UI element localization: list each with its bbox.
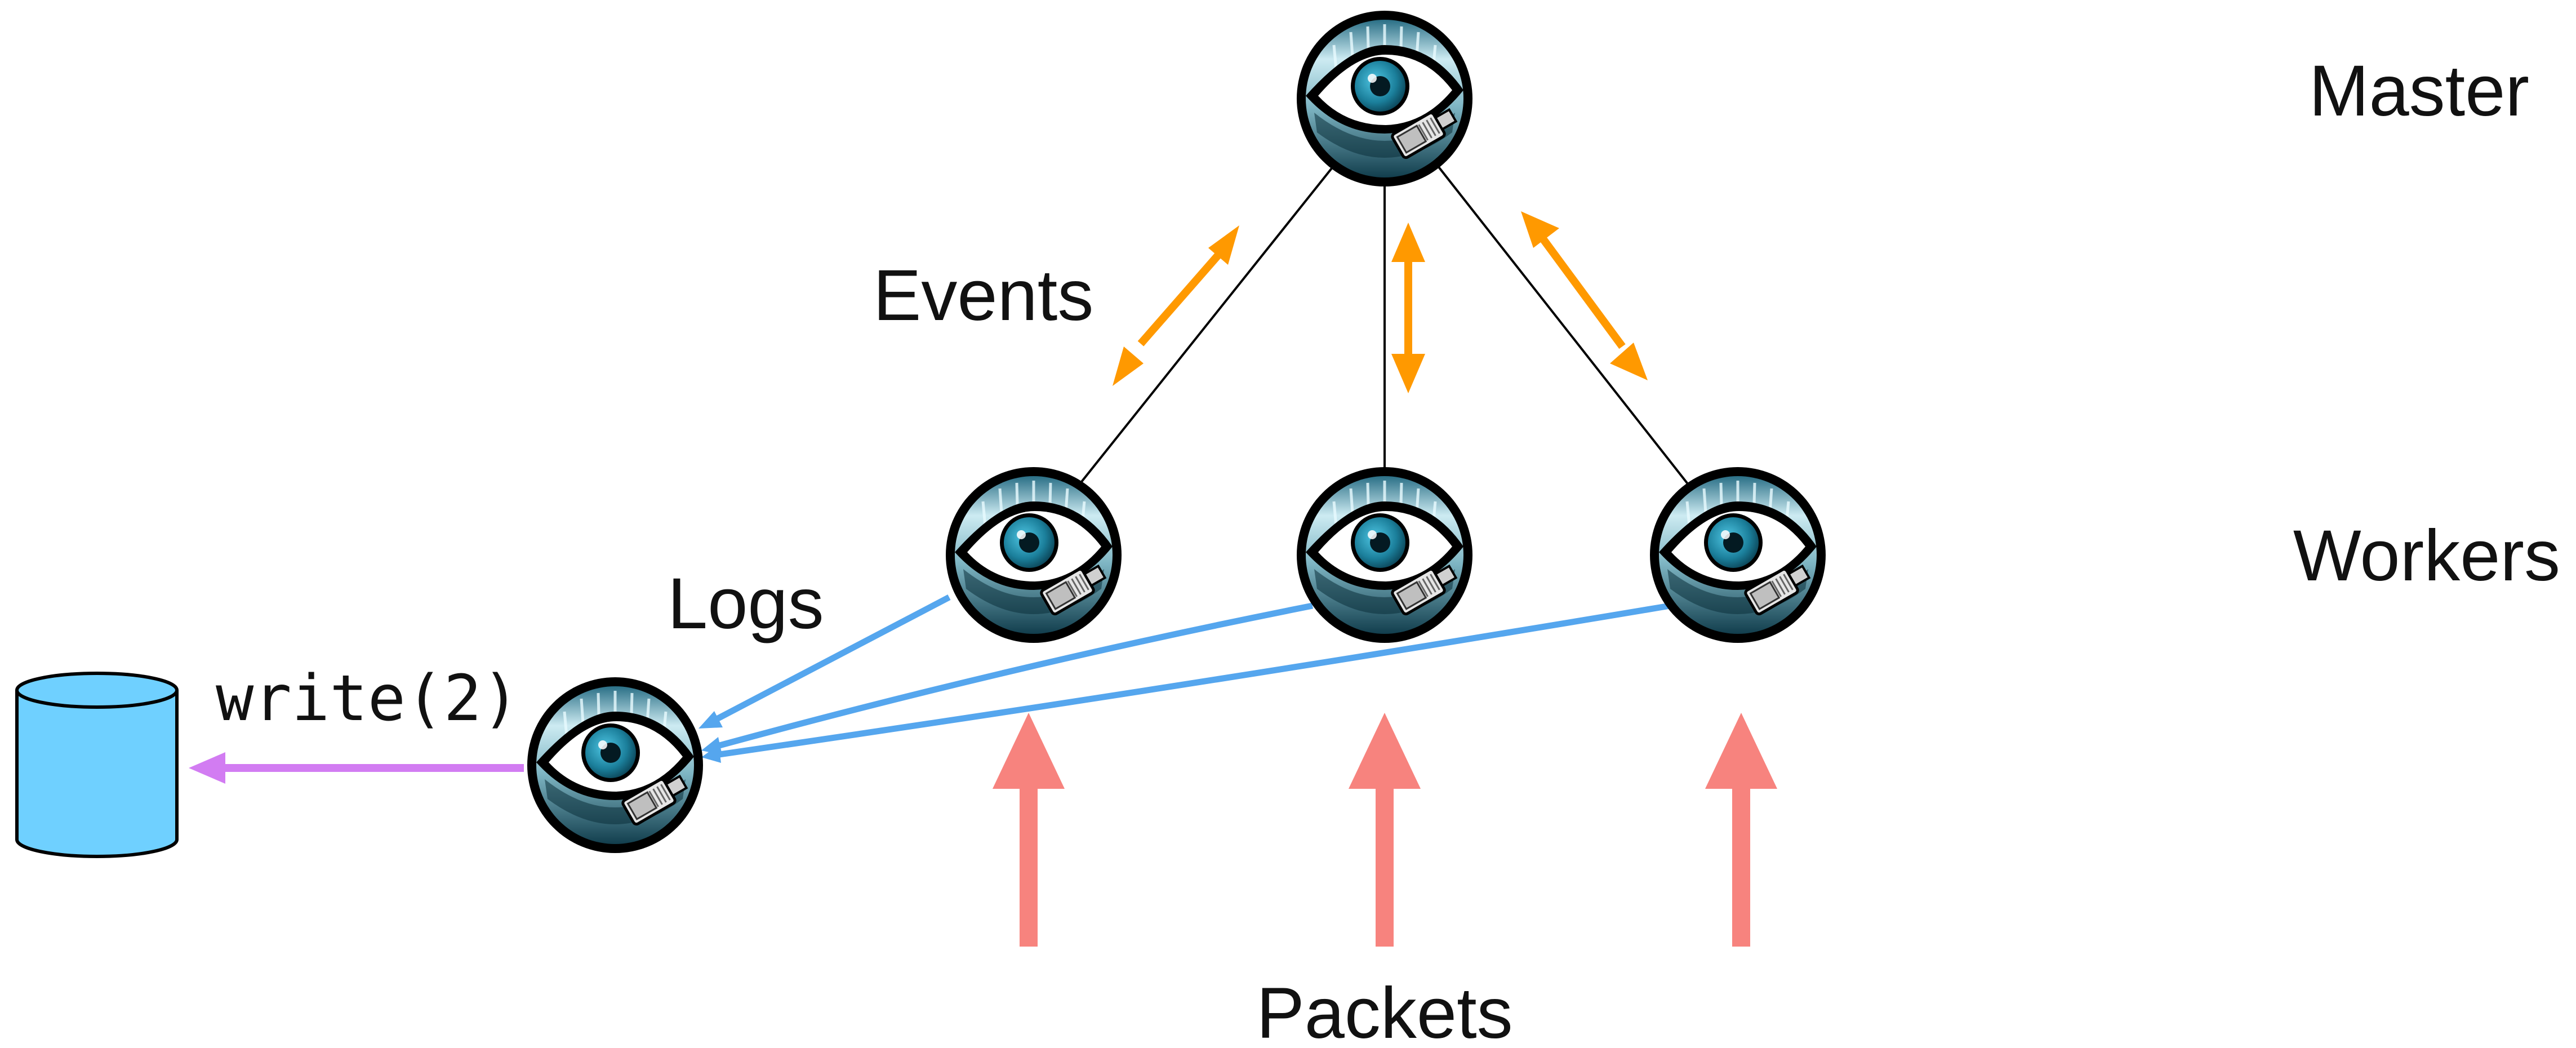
packet-arrow-1 (993, 713, 1065, 947)
worker-node-icon-1 (946, 467, 1122, 643)
log-arrow-worker-2 (714, 602, 1314, 750)
packet-arrow-3 (1705, 713, 1777, 947)
link-master-worker-3 (1432, 159, 1694, 491)
worker-node-icon-3 (1650, 467, 1826, 643)
events-arrows (1113, 211, 1648, 393)
workers-label: Workers (2293, 516, 2560, 596)
packets-label: Packets (1256, 973, 1512, 1045)
write-syscall-label: write(2) (216, 662, 519, 735)
events-arrow-middle (1391, 223, 1425, 393)
log-arrow-worker-3 (715, 602, 1671, 758)
events-arrow-right (1521, 211, 1648, 380)
master-label: Master (2309, 51, 2529, 131)
log-arrowhead-1 (698, 711, 723, 729)
logger-node-icon (527, 677, 703, 853)
master-node-icon (1297, 11, 1472, 186)
packet-arrow-2 (1349, 713, 1421, 947)
logs-label: Logs (668, 563, 824, 644)
worker-node-icon-2 (1297, 467, 1472, 643)
log-arrow-worker-1 (711, 594, 951, 724)
logs-arrows (711, 594, 1671, 758)
disk-cylinder-icon (15, 672, 179, 858)
master-worker-links (1074, 159, 1694, 491)
events-arrow-left (1113, 225, 1239, 386)
write-arrow (189, 752, 524, 784)
link-master-worker-1 (1074, 159, 1339, 491)
events-label: Events (873, 255, 1093, 336)
packets-arrows (993, 713, 1777, 947)
log-arrowhead-3 (701, 745, 721, 763)
